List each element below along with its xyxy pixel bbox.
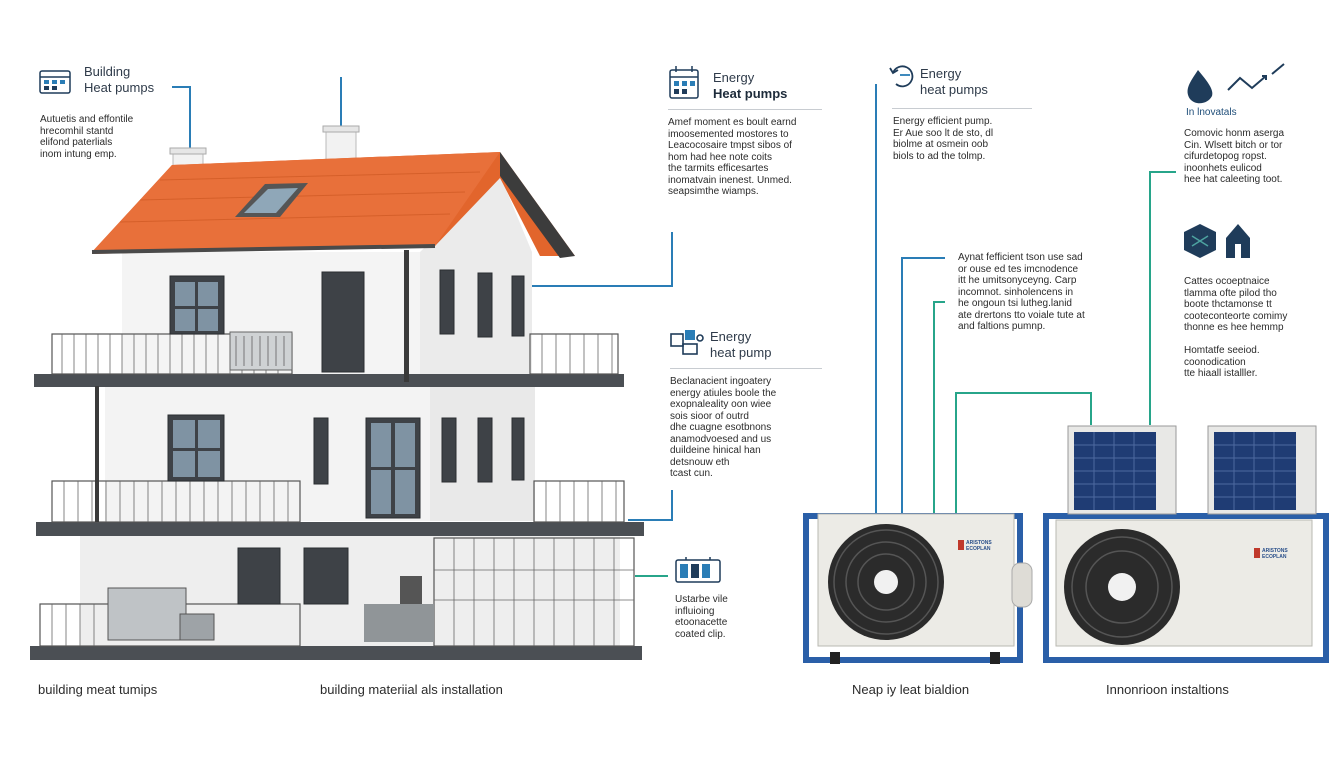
divider — [668, 109, 822, 110]
panel-energy-heat-pump-3: Energy heat pump — [710, 329, 830, 361]
window — [439, 269, 455, 335]
battery-panel-icon — [675, 557, 721, 583]
drop-arrows-icon — [1187, 63, 1285, 104]
panel-title-line2: Heat pumps — [84, 80, 155, 95]
connector-p6a — [901, 257, 945, 515]
panel-title-line1: Building — [84, 64, 131, 79]
window — [237, 547, 281, 605]
panel-title-line2: In lnovatals — [1186, 107, 1237, 118]
panel-body-text: Amef moment es boult earnd imoosemented … — [668, 117, 797, 197]
panel-title-line2: Heat pumps — [713, 86, 788, 101]
caption-building: building meat tumips — [38, 682, 158, 697]
panel-body-text: Energy efficient pump. Er Aue soo lt de … — [893, 116, 994, 162]
downpipe — [404, 250, 409, 382]
connector-p1 — [172, 86, 191, 150]
panel-title-line2: heat pump — [710, 345, 772, 360]
ground-heat-pump-unit — [107, 587, 187, 641]
panel-title-line1: Energy — [710, 329, 752, 344]
window — [313, 417, 329, 485]
window — [303, 547, 349, 605]
unit-brand-label-1: ARISTONS ECOPLAN — [966, 540, 992, 552]
cube-house-icons — [1184, 224, 1250, 258]
window — [477, 272, 493, 338]
panel-body-text: Autuetis and effontile hrecomhil stantd … — [40, 114, 134, 160]
calendar-grid-icon — [39, 70, 71, 94]
house-illustration — [30, 125, 644, 660]
connector-lines — [172, 77, 1176, 577]
caption-installation: building materiial als installation — [320, 682, 503, 697]
connector-p4 — [1149, 171, 1176, 425]
heat-pump-unit-2 — [1043, 425, 1329, 663]
divider — [892, 108, 1032, 109]
panel-storage-text: Ustarbe vile influioing etoonacette coat… — [675, 594, 728, 640]
window — [441, 417, 457, 483]
panel-body-text: Beclanacient ingoatery energy atiules bo… — [670, 376, 777, 479]
window — [511, 275, 525, 337]
panel-energy-heat-pumps-1: Energy Heat pumps — [713, 70, 843, 102]
refresh-cycle-icon — [889, 65, 914, 88]
connector-p5 — [628, 490, 673, 521]
floor-slab-2 — [36, 522, 644, 536]
window — [511, 417, 525, 481]
panel-building-heat-pumps: Building Heat pumps — [84, 64, 194, 96]
panel-efficient-use-text: Aynat fefficient tson use sad or ouse ed… — [958, 252, 1085, 332]
panel-innovations: In lnovatals — [1186, 107, 1306, 118]
connector-p6b — [933, 301, 945, 515]
floor-slab-1 — [34, 374, 624, 387]
unit-brand-label-2: ARISTONS ECOPLAN — [1262, 548, 1288, 560]
connector-p2 — [530, 232, 673, 287]
panel-title-line1: Energy — [713, 70, 755, 85]
calendar-grid-icon — [669, 66, 699, 99]
panel-title-line1: Energy — [920, 66, 962, 81]
panel-title-line2: heat pumps — [920, 82, 988, 97]
divider — [670, 368, 822, 369]
caption-heat-bialdion: Neap iy leat bialdion — [852, 682, 970, 697]
panel-energy-heat-pumps-2: Energy heat pumps — [920, 66, 1050, 98]
puzzle-pieces-icon — [670, 330, 704, 355]
connector-unit2 — [955, 392, 1092, 515]
caption-innovation-installations: Innonrioon instaltions — [1106, 682, 1229, 697]
window — [321, 271, 365, 373]
balcony-heat-pump-unit — [229, 331, 293, 371]
heat-pump-unit-1 — [803, 513, 1033, 664]
panel-installer-text: Cattes ocoeptnaice tlamma ofte pilod tho… — [1184, 276, 1288, 379]
floor-slab-3 — [30, 646, 642, 660]
window — [477, 417, 493, 483]
panel-body-text: Comovic honm aserga Cin. Wlsett bitch or… — [1184, 128, 1285, 185]
